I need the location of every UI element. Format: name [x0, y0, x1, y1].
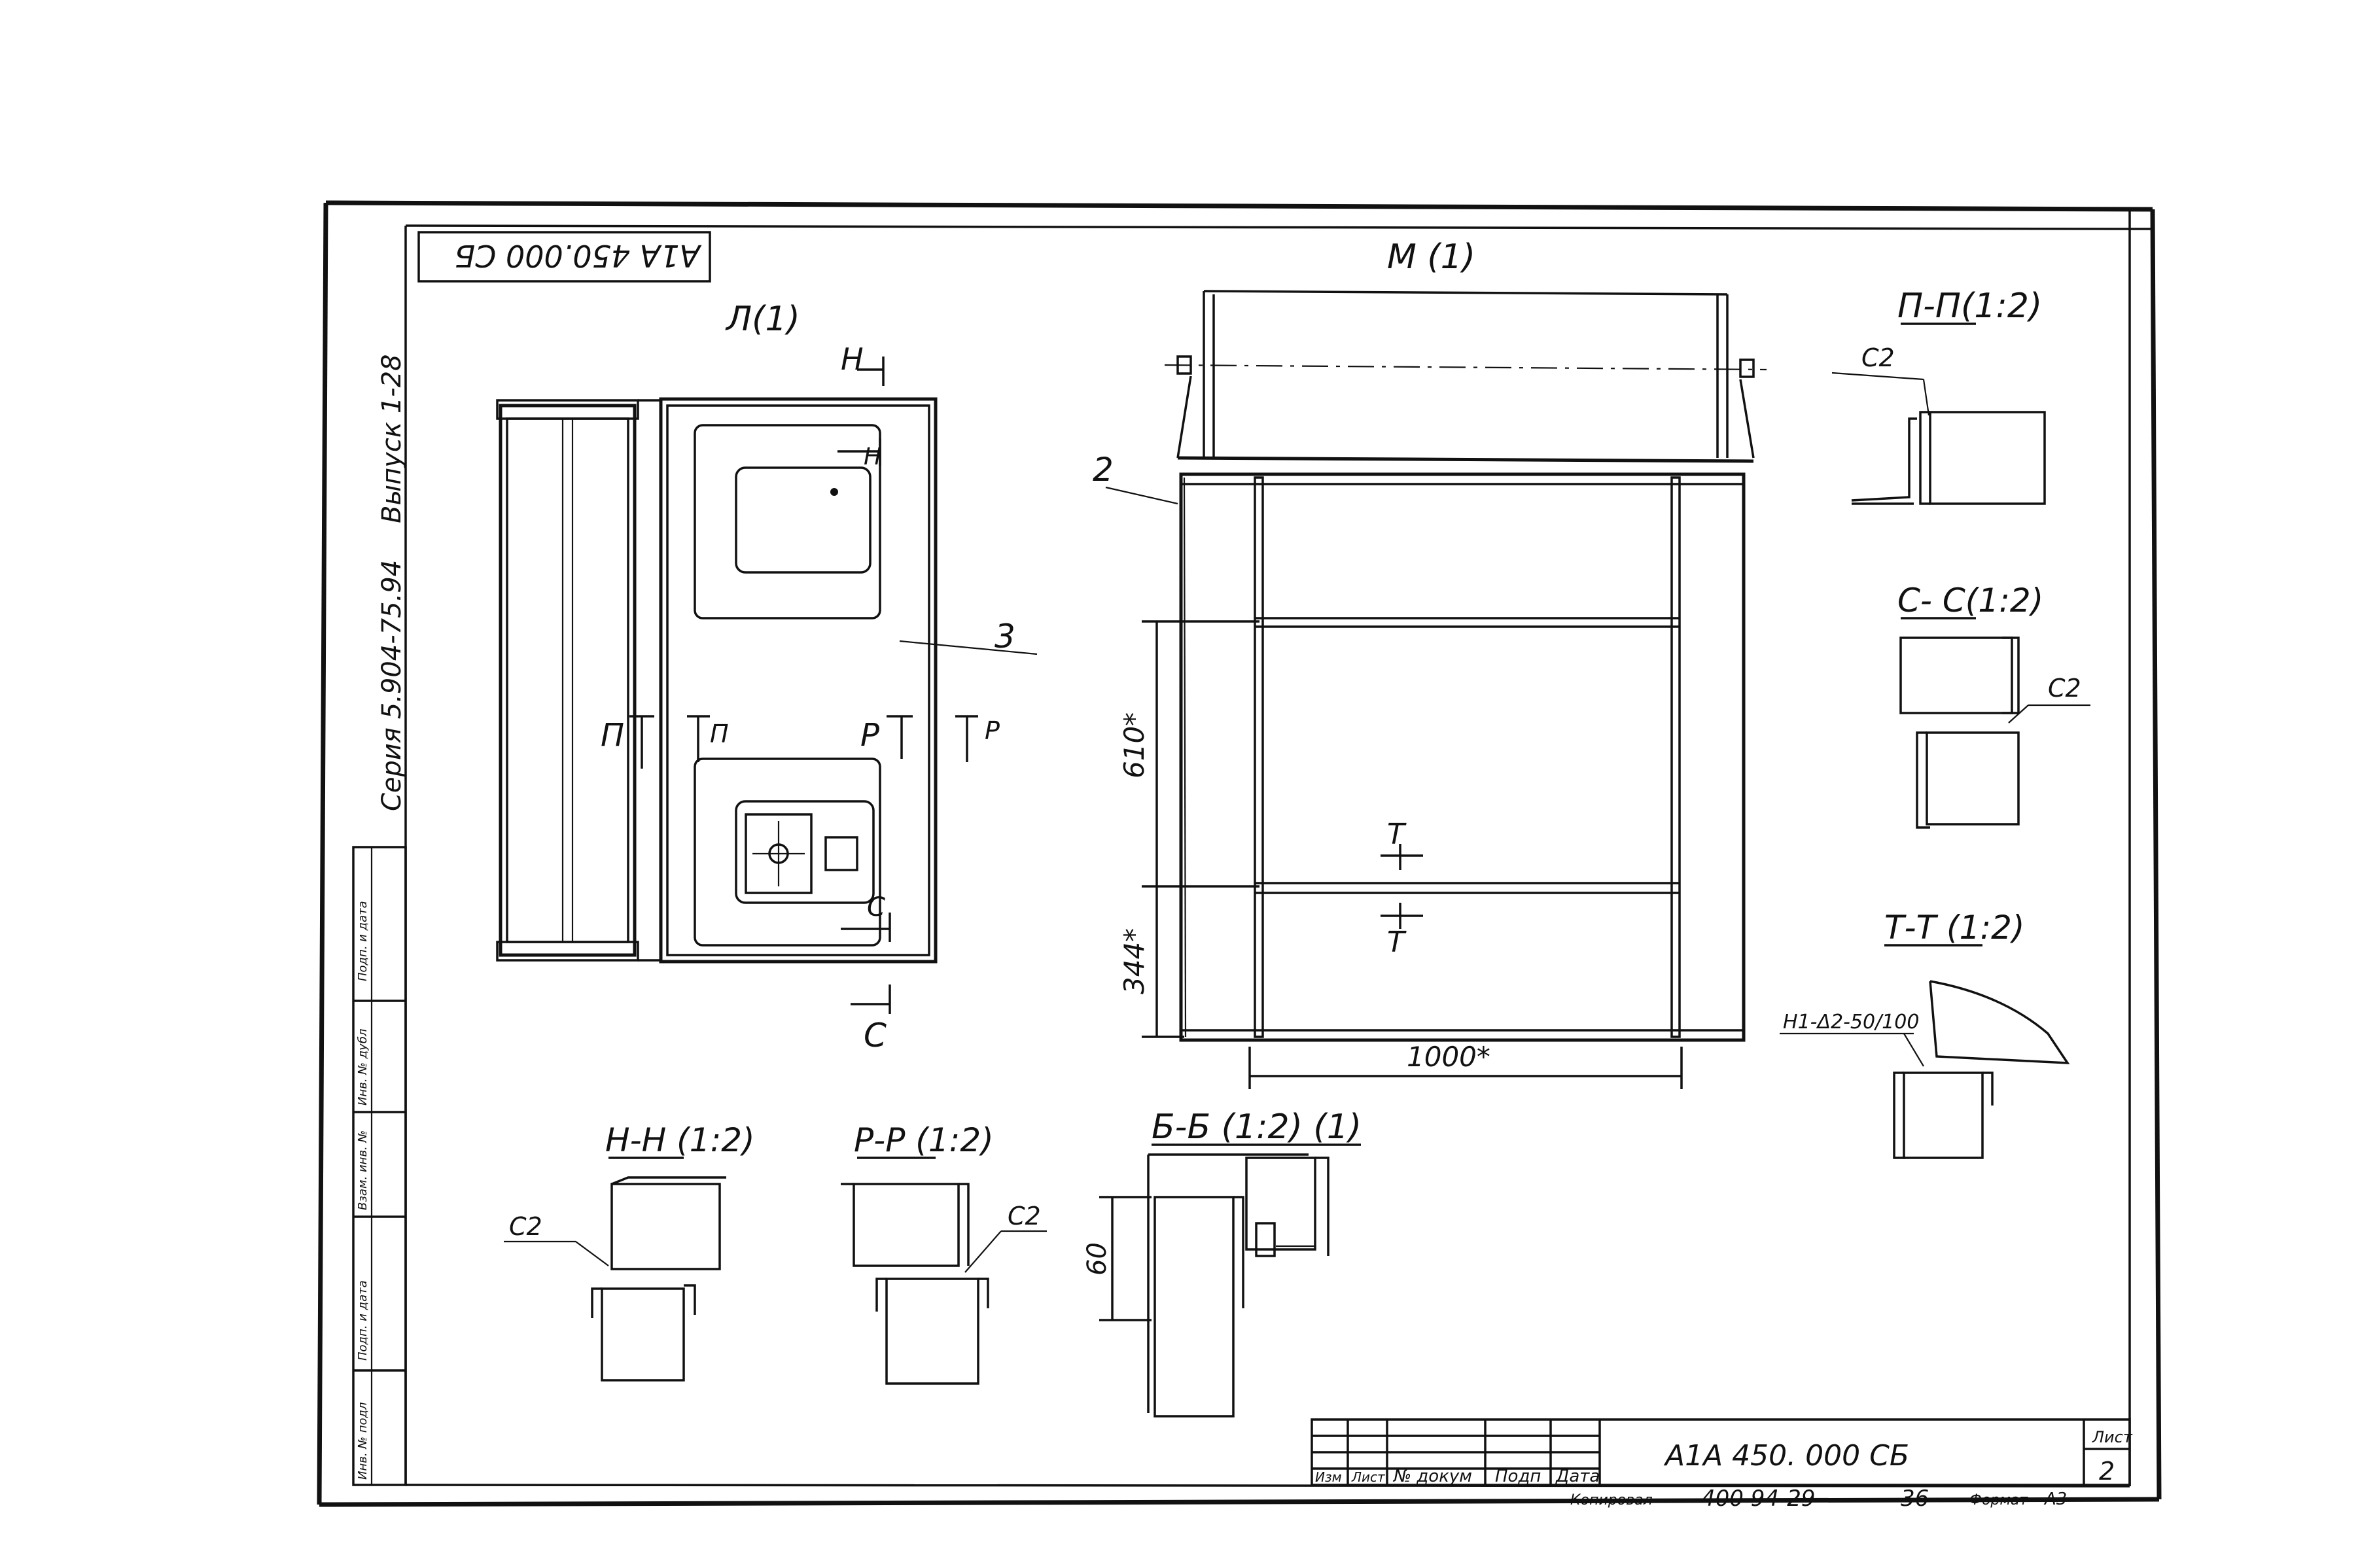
view-L-title: Л(1)	[725, 300, 800, 339]
stamp-cell-4: Подп. и дата	[356, 1280, 370, 1361]
view-M: М (1) 2 Т Т	[1093, 237, 1767, 1089]
mark-R-left: Р	[860, 717, 879, 754]
stamp-cell-1: Подп. и дата	[356, 901, 370, 981]
mark-P-right: П	[710, 720, 729, 748]
designation: А1А 450. 000 СБ	[1663, 1439, 1909, 1472]
stamp-cell-5: Инв. № подл	[356, 1402, 370, 1480]
c2-RR: С2	[1008, 1202, 1041, 1230]
format-label: Формат	[1969, 1492, 2028, 1508]
mark-R-right: Р	[985, 716, 1000, 745]
stamp-cell-2: Инв. № дубл	[356, 1029, 370, 1106]
format-value: А3	[2043, 1490, 2067, 1509]
col-dokum: № докум	[1392, 1467, 1472, 1486]
title-block: Изм Лист № докум Подп Дата А1А 450. 000 …	[1311, 1418, 2133, 1512]
view-M-title: М (1)	[1387, 237, 1475, 277]
weld-note: Н1-Δ2-50/100	[1783, 1011, 1919, 1034]
col-list: Лист	[1351, 1469, 1386, 1485]
series-note: Серия 5.904-75.94	[377, 560, 407, 811]
section-PP-title: П-П(1:2)	[1897, 287, 2042, 326]
mark-T-top: Т	[1387, 818, 1407, 851]
copy-number: 400 94-29	[1701, 1486, 1816, 1512]
mark-C-bottom: С	[864, 1017, 887, 1054]
col-data: Дата	[1555, 1467, 1600, 1486]
section-BB: Б-Б (1:2) (1) 60	[1082, 1107, 1362, 1418]
c2-PP: С2	[1861, 343, 1895, 372]
corner-stamp: А1А 450.000 СБ	[417, 231, 711, 283]
col-podp: Подп	[1495, 1467, 1541, 1486]
c2-NN: С2	[509, 1212, 542, 1241]
sheet-label: Лист	[2092, 1428, 2133, 1446]
dim-1000: 1000*	[1407, 1041, 1490, 1073]
dim-60: 60	[1082, 1242, 1112, 1276]
section-CC-title: С- С(1:2)	[1897, 582, 2043, 619]
section-BB-title: Б-Б (1:2) (1)	[1152, 1107, 1362, 1147]
copied-label: Копировал	[1570, 1492, 1653, 1508]
stamp-cell-3: Взам. инв. №	[356, 1130, 370, 1210]
corner-stamp-text: А1А 450.000 СБ	[455, 238, 702, 273]
dim-610: 610*	[1118, 712, 1150, 778]
mark-H-top: Н	[841, 341, 864, 377]
section-TT-title: Т-Т (1:2)	[1884, 909, 2025, 947]
mark-P-left: П	[601, 717, 624, 754]
section-TT: Т-Т (1:2) Н1-Δ2-50/100	[1780, 909, 2070, 1159]
section-RR: Р-Р (1:2) С2	[841, 1121, 1047, 1385]
mark-C-inner: С	[867, 892, 885, 922]
c2-CC: С2	[2048, 674, 2081, 703]
col-izm: Изм	[1315, 1469, 1342, 1485]
section-NN: Н-Н (1:2) С2	[504, 1121, 755, 1382]
outer-frame	[317, 200, 2162, 1507]
callout-item2: 2	[1093, 451, 1114, 489]
section-CC: С- С(1:2) С2	[1897, 582, 2090, 829]
callout-item3: 3	[995, 618, 1015, 655]
view-L: Л(1) 3 Н Н П	[496, 300, 1038, 1054]
sheet-number: 2	[2099, 1457, 2115, 1486]
section-RR-title: Р-Р (1:2)	[854, 1121, 994, 1159]
section-PP: П-П(1:2) С2	[1831, 287, 2046, 505]
mark-T-bottom: Т	[1387, 926, 1407, 959]
issue-note: Выпуск 1-28	[377, 355, 407, 524]
left-stamp: Подп. и дата Инв. № дубл Взам. инв. № По…	[352, 846, 407, 1486]
inner-frame	[404, 224, 2130, 1485]
dim-344: 344*	[1118, 928, 1150, 994]
section-NN-title: Н-Н (1:2)	[605, 1121, 755, 1159]
copy-page: 36	[1901, 1486, 1929, 1512]
mark-H-inner: Н	[864, 444, 881, 470]
